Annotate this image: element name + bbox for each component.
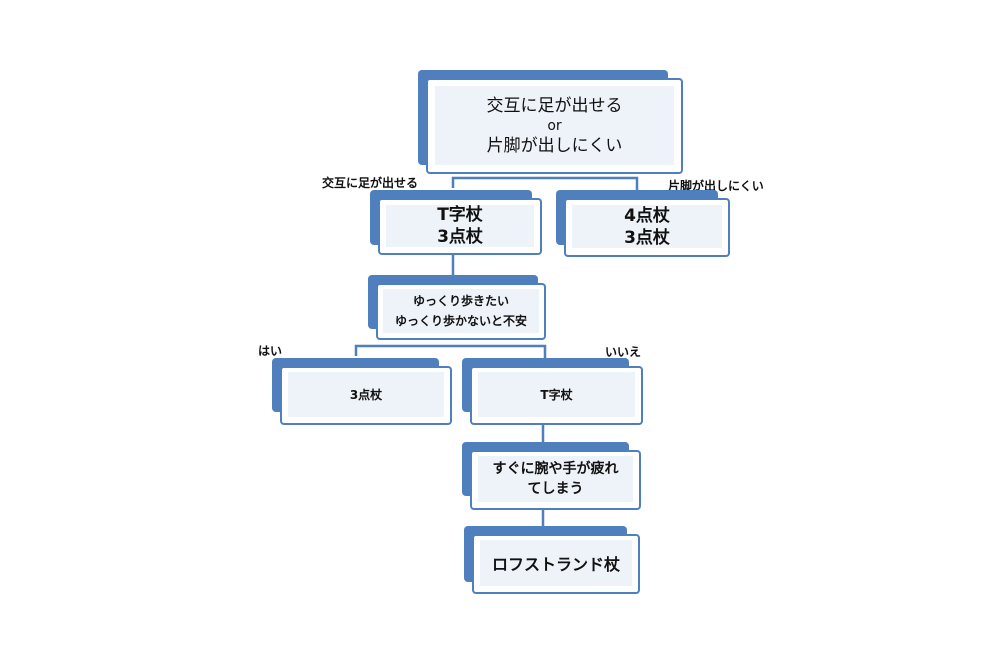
4point-3point-line1: 4点杖 (624, 205, 670, 226)
walk-slowly-line2: ゆっくり歩かないと不安 (394, 314, 527, 328)
arm-tired-line2: てしまう (527, 481, 584, 497)
root-line1: 交互に足が出せる (486, 95, 623, 116)
walk-slowly-line1: ゆっくり歩きたい (412, 294, 509, 308)
connector-root-split (451, 176, 639, 190)
root-line2: or (547, 117, 562, 134)
arm-tired-line1: すぐに腕や手が疲れ (492, 461, 619, 477)
t-cane-text: T字杖 (540, 388, 573, 402)
4point-3point-line2: 3点杖 (624, 227, 670, 248)
t-cane-3point-line1: T字杖 (437, 205, 483, 225)
edge-label-yes: はい (258, 344, 283, 358)
edge-label-no: いいえ (605, 345, 642, 359)
root-line3: 片脚が出しにくい (486, 135, 623, 156)
connector-slow-split (354, 344, 547, 358)
lofstrand-text: ロフストランド杖 (491, 555, 620, 574)
t-cane-3point-line2: 3点杖 (437, 227, 483, 247)
edge-label-alternate-steps: 交互に足が出せる (322, 176, 419, 190)
3point-cane-text: 3点杖 (349, 388, 383, 402)
edge-label-one-leg-hard: 片脚が出しにくい (668, 179, 764, 193)
